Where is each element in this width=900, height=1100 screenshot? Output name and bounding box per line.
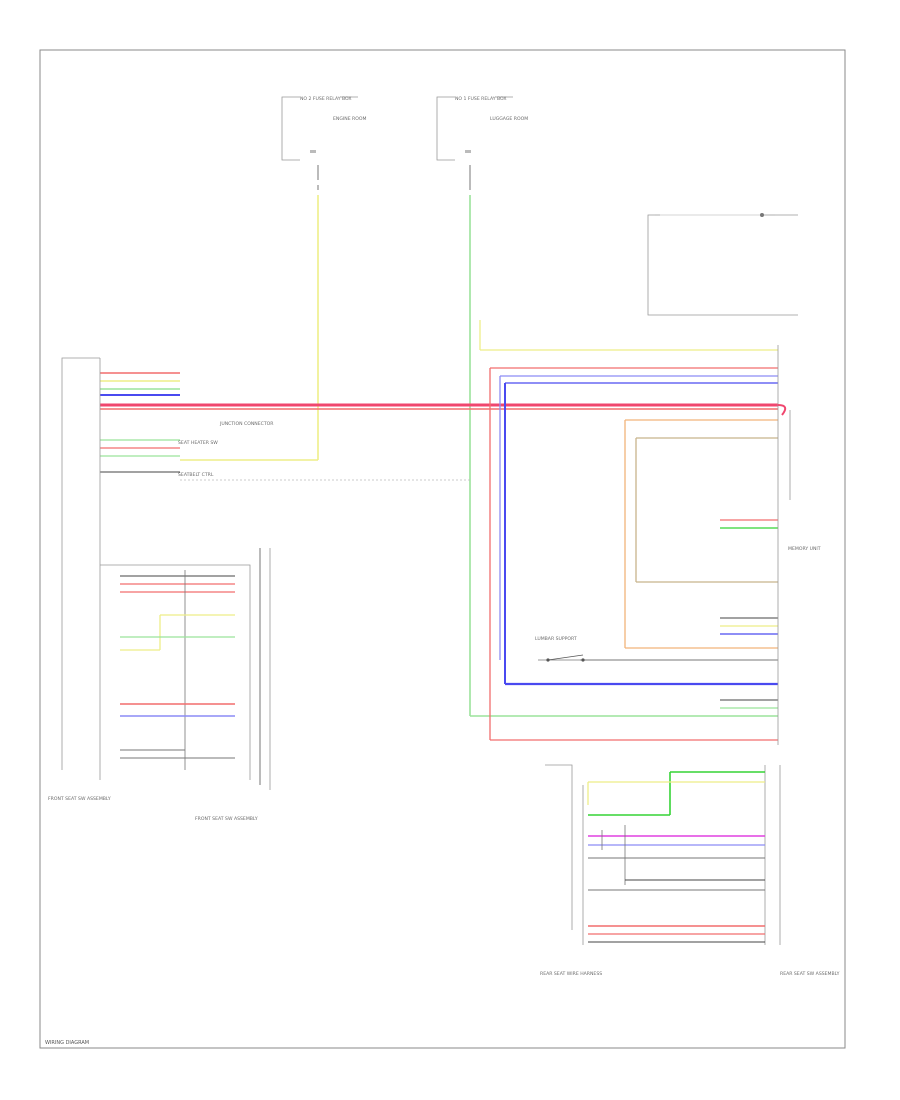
lumbar-switch: LUMBAR SUPPORT bbox=[535, 636, 590, 662]
fuse-left-desc: ENGINE ROOM bbox=[333, 116, 366, 122]
memory-unit-label: MEMORY UNIT bbox=[788, 546, 821, 552]
fuse-box-left: NO 2 FUSE RELAY BOX ENGINE ROOM bbox=[281, 96, 366, 161]
connector-right-column bbox=[777, 345, 791, 745]
front-seat-main-label: FRONT SEAT SW ASSEMBLY bbox=[48, 796, 111, 802]
front-seat-connector-main: FRONT SEAT SW ASSEMBLY bbox=[48, 357, 111, 802]
front-seat-sub-harness: FRONT SEAT SW ASSEMBLY bbox=[100, 548, 271, 822]
rear-seat-harness: REAR SEAT WIRE HARNESS REAR SEAT SW ASSE… bbox=[540, 764, 840, 977]
lumbar-label: LUMBAR SUPPORT bbox=[535, 636, 577, 642]
wire-right-bundle bbox=[489, 367, 778, 741]
rear-right-label: REAR SEAT SW ASSEMBLY bbox=[780, 971, 840, 977]
fuse-right-desc: LUGGAGE ROOM bbox=[490, 116, 528, 122]
seatbelt-label: SEATBELT CTRL bbox=[178, 472, 214, 478]
junction-label: JUNCTION CONNECTOR bbox=[219, 421, 274, 427]
fuse-box-right: NO 1 FUSE RELAY BOX LUGGAGE ROOM bbox=[436, 96, 528, 161]
wire-yellow-feed bbox=[180, 165, 319, 461]
fuse-right-title: NO 1 FUSE RELAY BOX bbox=[455, 96, 507, 102]
seat-heater-label: SEAT HEATER SW bbox=[178, 440, 218, 446]
rear-left-label: REAR SEAT WIRE HARNESS bbox=[540, 971, 602, 977]
wire-main-red bbox=[100, 403, 778, 410]
connector-box-top-right bbox=[647, 213, 798, 316]
wire-green-feed bbox=[469, 165, 778, 717]
front-seat-sub-label: FRONT SEAT SW ASSEMBLY bbox=[195, 816, 258, 822]
wire-upper-bundle bbox=[100, 372, 470, 481]
diagram-frame bbox=[39, 49, 846, 1049]
footer-label: WIRING DIAGRAM bbox=[45, 1040, 89, 1046]
fuse-left-title: NO 2 FUSE RELAY BOX bbox=[300, 96, 352, 102]
